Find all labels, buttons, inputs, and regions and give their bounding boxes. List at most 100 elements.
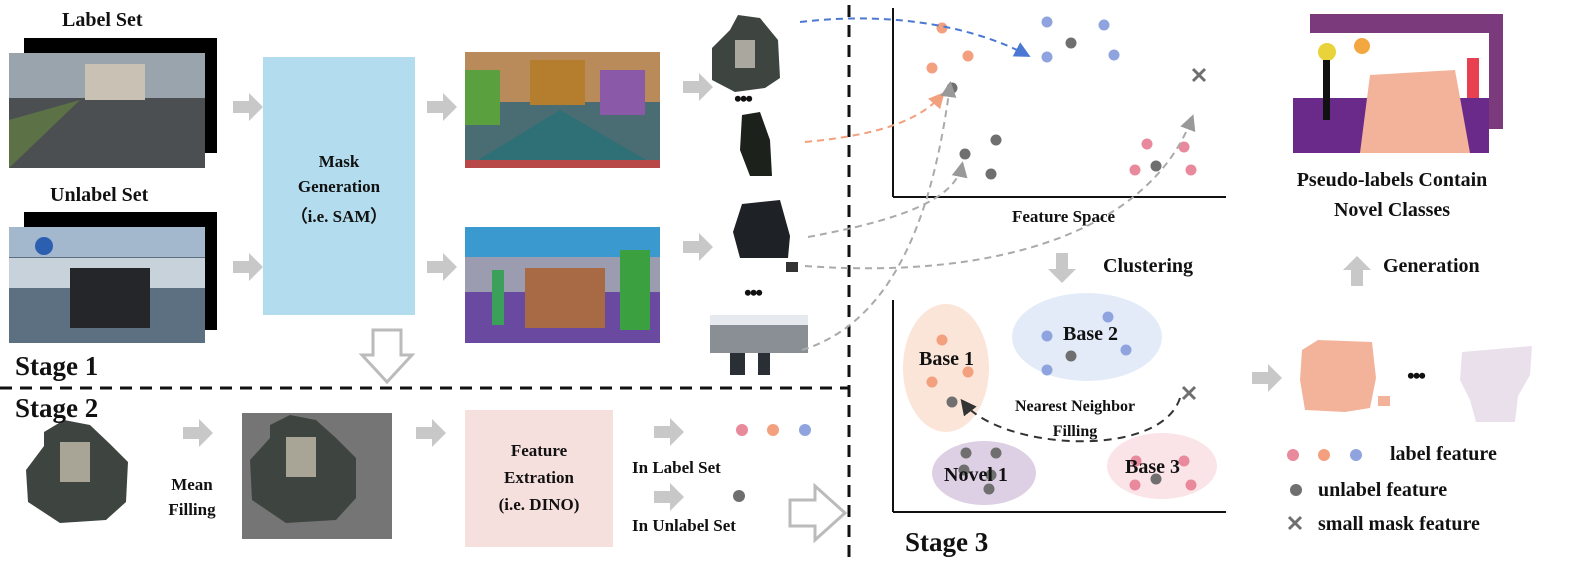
stage2-unlabel-dot — [733, 490, 745, 502]
right-arrow — [183, 419, 213, 447]
in-unlabel-set-text: In Unlabel Set — [632, 516, 736, 535]
segmented-unlabel-image — [465, 227, 660, 343]
cluster-base-2 — [1012, 293, 1162, 381]
pseudo-label-image — [1293, 14, 1503, 153]
feature-dot-gray — [985, 168, 997, 180]
cluster-dot-blue — [1041, 364, 1053, 376]
hollow-right-arrow — [788, 482, 848, 544]
stage2-label-dot-orange — [767, 424, 779, 436]
feature-dot-blue — [1098, 19, 1110, 31]
cluster-dot-blue — [1041, 330, 1053, 342]
label-set-title: Label Set — [62, 9, 143, 31]
cluster-dot-gray — [1065, 350, 1077, 362]
legend-cross-icon — [1287, 515, 1303, 531]
cluster-label-base-2: Base 2 — [1063, 323, 1118, 345]
mask-crop-car — [733, 200, 798, 272]
right-arrow — [427, 253, 457, 281]
feature-extraction-line1: Feature — [510, 441, 568, 460]
feature-space-axes — [892, 8, 1226, 198]
nn-filling-line2: Filling — [1052, 423, 1098, 440]
arrow-pole-to-feature — [804, 91, 945, 143]
feature-dot-red — [1185, 164, 1197, 176]
generation-label: Generation — [1383, 255, 1480, 277]
right-arrow — [416, 419, 446, 447]
mean-filled-image — [242, 413, 392, 539]
stage2-crop — [26, 420, 128, 523]
stage2-label-dot-red — [736, 424, 748, 436]
legend-label-feature: label feature — [1390, 443, 1497, 465]
legend-small-mask-feature: small mask feature — [1318, 513, 1480, 535]
segmented-label-image — [465, 52, 660, 168]
cluster-label-base-1: Base 1 — [919, 348, 974, 370]
stage2-label-dot-blue — [799, 424, 811, 436]
unlabel-set-image — [9, 212, 217, 343]
mean-filling-line1: Mean — [171, 475, 213, 494]
right-arrow — [683, 233, 713, 261]
cluster-dot-red — [1129, 479, 1141, 491]
flow-arrows — [183, 73, 1371, 511]
feature-extraction-box — [465, 410, 613, 547]
arrow-bus-to-feature — [801, 81, 957, 351]
stage3-title: Stage 3 — [905, 527, 989, 557]
right-arrow — [427, 93, 457, 121]
cluster-dot-red — [1130, 455, 1142, 467]
feature-dot-red — [1178, 141, 1190, 153]
mask-crop-pole — [740, 112, 772, 176]
cluster-label-base-3: Base 3 — [1125, 456, 1180, 478]
feature-dot-blue — [1041, 16, 1053, 28]
right-arrow — [233, 93, 263, 121]
pseudo-labels-line1: Pseudo-labels Contain — [1296, 169, 1488, 191]
mask-crop-building — [712, 15, 780, 92]
feature-dot-red — [1129, 164, 1141, 176]
stage1-title: Stage 1 — [15, 351, 99, 381]
legend-dot-blue — [1350, 449, 1362, 461]
mask-gen-line1: Mask — [318, 152, 360, 171]
hollow-down-arrow — [358, 328, 416, 385]
feature-dot-red — [1141, 138, 1153, 150]
mask-crop-bus — [710, 315, 808, 375]
feature-cross — [1191, 67, 1207, 83]
pseudo-labels-line2: Novel Classes — [1333, 199, 1451, 221]
ellipsis-2: ••• — [744, 280, 763, 305]
stage2-title: Stage 2 — [15, 393, 99, 423]
cluster-axes — [892, 300, 1226, 513]
cluster-dot-gray — [946, 396, 958, 408]
feature-dot-gray — [1150, 160, 1162, 172]
in-label-set-text: In Label Set — [632, 458, 721, 477]
cluster-dot-gray — [990, 447, 1002, 459]
nearest-neighbor-arrow — [960, 397, 1181, 443]
cluster-dot-red — [1178, 455, 1190, 467]
cluster-novel-1 — [932, 441, 1036, 505]
feature-dot-gray — [959, 148, 971, 160]
cluster-dot-blue — [1120, 344, 1132, 356]
cluster-dot-gray — [1150, 473, 1162, 485]
cluster-dot-orange — [962, 366, 974, 378]
legend-dot-gray — [1290, 484, 1302, 496]
feature-dot-blue — [1041, 51, 1053, 63]
legend-dot-red — [1287, 449, 1299, 461]
feature-extraction-line2: Extration — [504, 468, 574, 487]
right-arrow — [233, 253, 263, 281]
label-set-image — [9, 38, 217, 168]
feature-space-label: Feature Space — [1012, 207, 1116, 226]
unlabel-set-title: Unlabel Set — [50, 184, 149, 206]
mask-generation-box — [263, 57, 415, 315]
feature-points — [926, 16, 1207, 495]
feature-dot-gray — [1065, 37, 1077, 49]
right-arrow — [654, 418, 684, 446]
ellipsis-3: ••• — [1407, 363, 1426, 388]
clustering-label: Clustering — [1103, 255, 1193, 277]
cluster-cross — [1181, 385, 1197, 401]
cluster-dot-gray — [983, 483, 995, 495]
generated-mask-orange — [1300, 340, 1376, 412]
feature-dot-orange — [962, 50, 974, 62]
mask-gen-line3: （i.e. SAM） — [290, 207, 388, 226]
feature-extraction-line3: (i.e. DINO) — [498, 495, 580, 514]
right-arrow — [654, 483, 684, 511]
feature-dot-orange — [926, 62, 938, 74]
right-arrow — [683, 73, 713, 101]
arrow-car-to-feature — [807, 161, 968, 238]
arrow-small-to-feature — [804, 114, 1196, 270]
cluster-dot-gray — [985, 469, 997, 481]
